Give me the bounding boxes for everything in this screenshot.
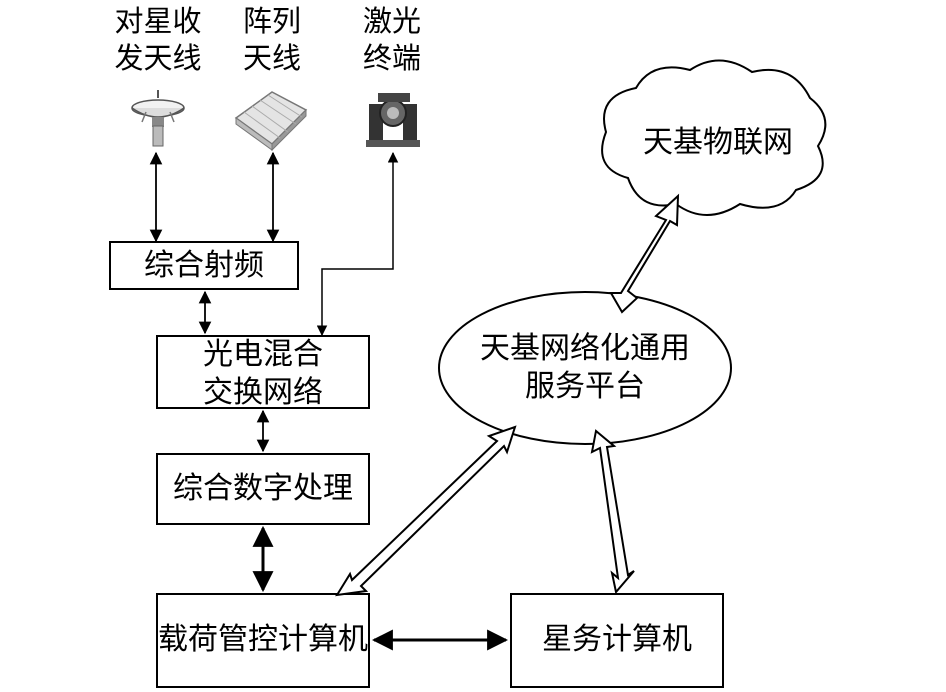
antenna-label-line1: 阵列 [242, 4, 301, 38]
optical-box-label-line2: 交换网络 [203, 375, 323, 410]
platform-label: 天基网络化通用 服务平台 [450, 330, 720, 406]
antenna-label-line1: 对星收 [114, 4, 202, 38]
platform-satellite-link [590, 429, 635, 595]
antenna-label: 激光 终端 [356, 3, 428, 77]
optical-box-label-line1: 光电混合 [203, 337, 323, 372]
satellite-box-label: 星务计算机 [542, 622, 692, 657]
digital-processing-box [156, 453, 370, 525]
antenna-label-line1: 激光 [362, 4, 421, 38]
satellite-computer-box [510, 593, 724, 688]
iot-cloud [601, 59, 827, 216]
rf-box-label: 综合射频 [144, 248, 264, 283]
cloud-platform-link [609, 193, 680, 314]
antenna-label-line2: 发天线 [114, 41, 202, 75]
payload-box-label: 载荷管控计算机 [158, 622, 368, 657]
service-platform-ellipse [438, 291, 732, 445]
antenna-label: 阵列 天线 [236, 3, 308, 77]
antenna-label: 对星收 发天线 [106, 3, 210, 77]
platform-payload-link [335, 425, 517, 597]
platform-label-line1: 天基网络化通用 [480, 331, 690, 366]
optical-switch-box [156, 335, 370, 409]
platform-label-line2: 服务平台 [525, 369, 645, 404]
payload-computer-box [156, 593, 370, 688]
dish-antenna-icon [131, 90, 185, 147]
antenna-label-line2: 终端 [362, 41, 421, 75]
digital-box-label: 综合数字处理 [173, 471, 353, 506]
optical-box-label: 光电混合 交换网络 [157, 336, 369, 412]
laser-terminal-icon [366, 93, 420, 147]
cloud-label: 天基物联网 [643, 125, 793, 160]
array-antenna-icon [234, 91, 308, 152]
antenna-label-line2: 天线 [242, 41, 301, 75]
rf-box [109, 241, 299, 290]
